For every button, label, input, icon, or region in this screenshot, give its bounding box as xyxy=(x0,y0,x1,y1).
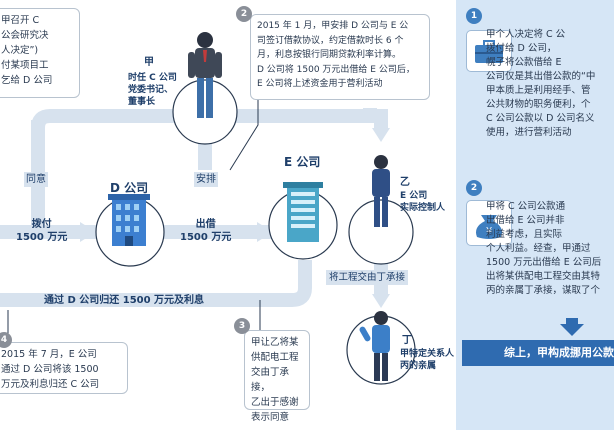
yi-name: 乙 xyxy=(400,177,410,188)
box-2: 2015 年 1 月，甲安排 D 公司与 E 公 司签订借款协议，约定借款时长 … xyxy=(250,14,430,100)
yi-circle xyxy=(348,199,414,265)
flow-return-label: 通过 D 公司归还 1500 万元及利息 xyxy=(44,295,205,306)
ding-figure-icon xyxy=(359,311,390,381)
jia-figure-icon xyxy=(188,32,222,118)
arrow-to-yi xyxy=(372,128,390,142)
box-4: 2015 年 7 月，E 公司 通过 D 公司将该 1500 万元及利息归还 C… xyxy=(0,342,128,394)
step-3-badge: 3 xyxy=(234,318,250,334)
right-item-2-badge: 2 xyxy=(466,180,482,196)
flow-band-return xyxy=(0,260,312,307)
jia-circle xyxy=(172,79,238,145)
d-company-label: D 公司 xyxy=(110,181,149,195)
box-top-left: 甲召开 C 公会研究决 人决定”) 付某项目工 乞给 D 公司 xyxy=(0,8,80,98)
conclusion-bar: 综上，甲构成挪用公款 xyxy=(462,340,614,366)
svg-text:¥: ¥ xyxy=(486,226,492,237)
ding-desc: 甲特定关系人 丙的亲属 xyxy=(400,349,455,371)
box-3: 甲让乙将某 供配电工程 交由丁承接， 乙出于感谢 表示同意 xyxy=(244,330,310,423)
right-item-1-icon-card xyxy=(466,30,512,72)
step-4-badge: 4 xyxy=(0,332,12,348)
right-item-1-badge: 1 xyxy=(466,8,482,24)
money-bag-icon: ¥ xyxy=(476,215,502,239)
flow-lend-label: 出借 1500 万元 xyxy=(180,219,232,243)
right-item-1-text: 甲个人决定将 C 公 拨付给 D 公司， 幌子将公款借给 E 公司仅是其出借公款… xyxy=(486,29,596,138)
down-arrow-icon xyxy=(560,318,584,336)
flow-agree-label: 同意 xyxy=(24,172,48,187)
e-company-label: E 公司 xyxy=(284,155,321,169)
flow-diagram xyxy=(0,32,416,385)
briefcase-icon xyxy=(475,40,503,63)
right-item-2-icon-card: ¥ xyxy=(466,200,512,246)
d-building-icon xyxy=(108,194,150,246)
jia-name: 甲 xyxy=(144,57,154,68)
right-item-2-text: 甲将 C 公司公款通 出借给 E 公司并非 利益考虑，且实际 个人利益。经查，甲… xyxy=(486,201,602,296)
e-building-icon xyxy=(283,182,323,242)
flow-arrange-label: 安排 xyxy=(194,172,218,187)
jia-desc: 时任 C 公司 党委书记、 董事长 xyxy=(128,73,177,107)
step-2-badge: 2 xyxy=(236,6,252,22)
yi-desc: E 公司 实际控制人 xyxy=(400,191,446,213)
flow-assign-label: 将工程交由丁承接 xyxy=(326,270,409,285)
ding-name: 丁 xyxy=(402,335,412,346)
flow-pay-label: 拨付 1500 万元 xyxy=(16,219,68,243)
yi-figure-icon xyxy=(372,155,390,227)
